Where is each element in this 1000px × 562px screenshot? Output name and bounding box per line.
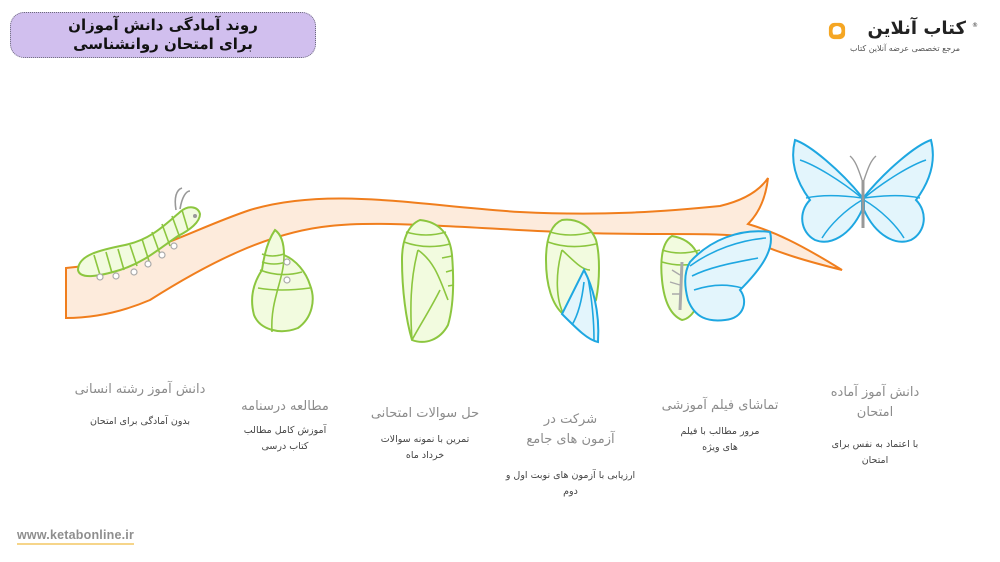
stage-4: شرکت در آزمون های جامع ارزیابی با آزمون … — [498, 410, 643, 500]
caterpillar-illustration — [76, 187, 202, 281]
stage-5-title: تماشای فیلم آموزشی — [661, 398, 779, 413]
title-line-2: برای امتحان روانشناسی — [73, 35, 253, 53]
chrysalis-illustration — [400, 218, 455, 343]
butterfly-illustration — [792, 138, 934, 243]
title-banner: روند آمادگی دانش آموزان برای امتحان روان… — [10, 12, 316, 58]
logo-tagline: مرجع تخصصی عرضه آنلاین کتاب — [849, 44, 960, 53]
stage-3-description: تمرین با نمونه سوالات خرداد ماه — [380, 434, 470, 461]
stage-2: مطالعه درسنامه آموزش کامل مطالب کتاب درس… — [210, 397, 360, 455]
stage-1: دانش آموز رشته انسانی بدون آمادگی برای ا… — [60, 380, 220, 430]
stage-4-description: ارزیابی با آزمون های نوبت اول و دوم — [505, 470, 636, 497]
emerging-butterfly-illustration — [660, 230, 772, 322]
title-line-1: روند آمادگی دانش آموزان — [68, 16, 258, 34]
stage-5-description: مرور مطالب با فیلم های ویژه — [680, 426, 760, 453]
stage-4-title: شرکت در آزمون های جامع — [526, 412, 615, 447]
stage-3-title: حل سوالات امتحانی — [370, 406, 480, 421]
stage-6: دانش آموز آماده امتحان با اعتماد به نفس … — [795, 383, 955, 469]
branch-illustration — [65, 177, 843, 320]
stage-3: حل سوالات امتحانی تمرین با نمونه سوالات … — [355, 404, 495, 464]
stage-2-title: مطالعه درسنامه — [241, 399, 329, 414]
stage-1-title: دانش آموز رشته انسانی — [74, 382, 206, 397]
chrysalis-with-wing-illustration — [544, 218, 600, 344]
logo-name: کتاب آنلاین — [867, 18, 966, 39]
stage-5: تماشای فیلم آموزشی مرور مطالب با فیلم ها… — [645, 396, 795, 456]
stage-6-description: با اعتماد به نفس برای امتحان — [831, 439, 919, 466]
registered-mark: ® — [972, 22, 978, 29]
stage-2-description: آموزش کامل مطالب کتاب درسی — [243, 425, 327, 452]
stage-1-description: بدون آمادگی برای امتحان — [89, 416, 191, 427]
rounded-square-chat-icon — [828, 22, 846, 40]
ketabonline-logo[interactable]: ® کتاب آنلاین مرجع تخصصی عرضه آنلاین کتا… — [822, 18, 982, 60]
stage-6-title: دانش آموز آماده امتحان — [830, 385, 920, 420]
early-pupa-illustration — [251, 228, 314, 333]
website-link[interactable]: www.ketabonline.ir — [17, 528, 135, 545]
